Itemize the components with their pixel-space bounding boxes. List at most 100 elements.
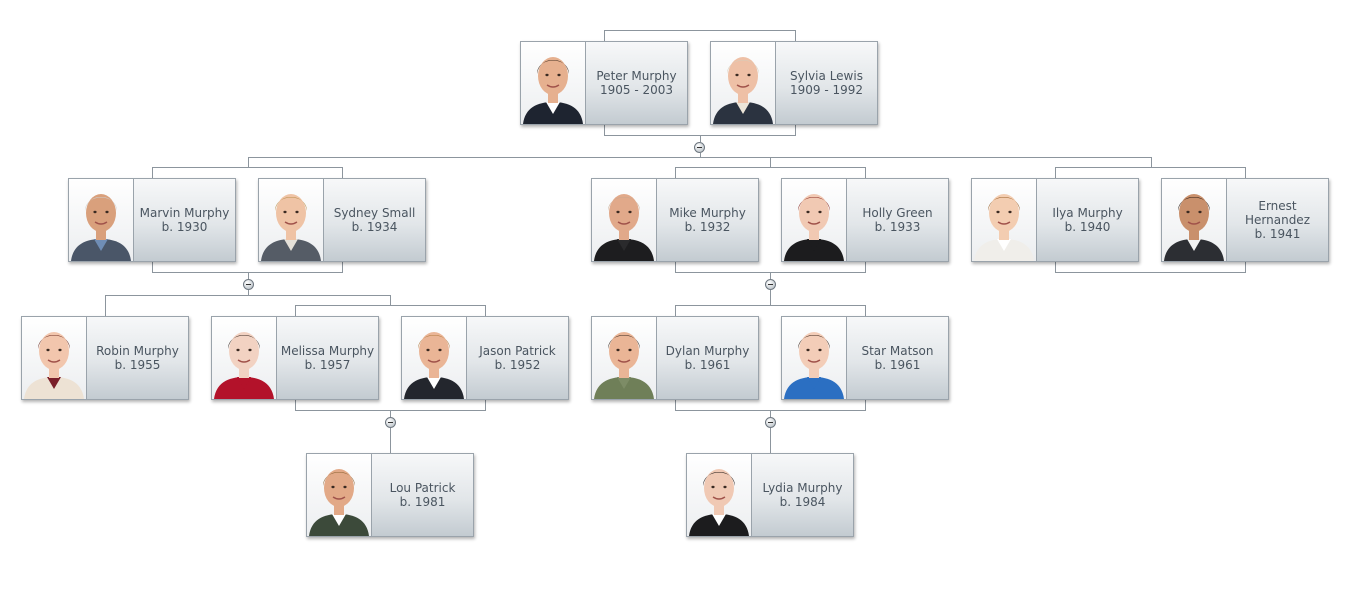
marriage-top-bracket: [295, 305, 486, 316]
portrait-photo: [69, 179, 134, 261]
portrait-icon: [974, 194, 1034, 261]
marriage-bottom-bracket: [675, 400, 866, 411]
person-info: Sydney Small b. 1934: [324, 179, 425, 261]
portrait-icon: [404, 332, 464, 399]
collapse-toggle-dylan-star[interactable]: [765, 417, 776, 428]
person-info: Jason Patrick b. 1952: [467, 317, 568, 399]
portrait-photo: [1162, 179, 1227, 261]
person-dates: b. 1940: [1064, 220, 1111, 234]
portrait-icon: [784, 332, 844, 399]
person-info: Marvin Murphy b. 1930: [134, 179, 235, 261]
person-dates: b. 1932: [684, 220, 731, 234]
person-card-sylvia-lewis[interactable]: Sylvia Lewis 1909 - 1992: [710, 41, 878, 125]
person-info: Lydia Murphy b. 1984: [752, 454, 853, 536]
person-name: Sylvia Lewis: [790, 69, 863, 83]
marriage-bottom-bracket: [675, 262, 866, 273]
person-dates: b. 1984: [779, 495, 826, 509]
portrait-photo: [307, 454, 372, 536]
person-dates: b. 1933: [874, 220, 921, 234]
portrait-photo: [212, 317, 277, 399]
portrait-photo: [782, 317, 847, 399]
person-name: Ilya Murphy: [1052, 206, 1123, 220]
portrait-icon: [71, 194, 131, 261]
person-info: Melissa Murphy b. 1957: [277, 317, 378, 399]
collapse-toggle-peter-sylvia[interactable]: [694, 142, 705, 153]
person-dates: b. 1930: [161, 220, 208, 234]
portrait-photo: [521, 42, 586, 124]
person-name: Peter Murphy: [596, 69, 677, 83]
person-card-peter-murphy[interactable]: Peter Murphy 1905 - 2003: [520, 41, 688, 125]
person-dates: 1905 - 2003: [599, 83, 674, 97]
portrait-icon: [594, 332, 654, 399]
portrait-icon: [784, 194, 844, 261]
person-dates: b. 1955: [114, 358, 161, 372]
person-dates: b. 1952: [494, 358, 541, 372]
person-name: Melissa Murphy: [280, 344, 375, 358]
person-card-marvin-murphy[interactable]: Marvin Murphy b. 1930: [68, 178, 236, 262]
person-card-melissa-murphy[interactable]: Melissa Murphy b. 1957: [211, 316, 379, 400]
portrait-photo: [402, 317, 467, 399]
person-dates: b. 1961: [684, 358, 731, 372]
person-name: Mike Murphy: [669, 206, 746, 220]
marriage-top-bracket: [152, 167, 343, 178]
marriage-bottom-bracket: [295, 400, 486, 411]
marriage-bottom-bracket: [604, 125, 796, 136]
person-info: Dylan Murphy b. 1961: [657, 317, 758, 399]
marriage-top-bracket: [604, 30, 796, 41]
portrait-icon: [594, 194, 654, 261]
person-name: Lydia Murphy: [762, 481, 843, 495]
person-name: Lou Patrick: [389, 481, 456, 495]
person-name: Ernest Hernandez: [1245, 199, 1310, 227]
portrait-photo: [687, 454, 752, 536]
person-name: Robin Murphy: [96, 344, 179, 358]
person-info: Sylvia Lewis 1909 - 1992: [776, 42, 877, 124]
person-name: Star Matson: [861, 344, 934, 358]
person-info: Ernest Hernandez b. 1941: [1227, 179, 1328, 261]
collapse-toggle-mike-holly[interactable]: [765, 279, 776, 290]
portrait-photo: [22, 317, 87, 399]
person-card-ernest-hernandez[interactable]: Ernest Hernandez b. 1941: [1161, 178, 1329, 262]
person-info: Peter Murphy 1905 - 2003: [586, 42, 687, 124]
person-card-robin-murphy[interactable]: Robin Murphy b. 1955: [21, 316, 189, 400]
person-info: Ilya Murphy b. 1940: [1037, 179, 1138, 261]
person-name: Dylan Murphy: [665, 344, 750, 358]
portrait-icon: [24, 332, 84, 399]
person-dates: b. 1934: [351, 220, 398, 234]
marriage-top-bracket: [675, 167, 866, 178]
portrait-icon: [1164, 194, 1224, 261]
person-dates: b. 1957: [304, 358, 351, 372]
portrait-icon: [523, 57, 583, 124]
portrait-icon: [713, 57, 773, 124]
person-name: Sydney Small: [333, 206, 416, 220]
marriage-bottom-bracket: [152, 262, 343, 273]
portrait-icon: [214, 332, 274, 399]
person-card-lou-patrick[interactable]: Lou Patrick b. 1981: [306, 453, 474, 537]
portrait-icon: [689, 469, 749, 536]
portrait-icon: [261, 194, 321, 261]
marriage-top-bracket: [1055, 167, 1246, 178]
portrait-photo: [972, 179, 1037, 261]
person-dates: b. 1961: [874, 358, 921, 372]
person-card-star-matson[interactable]: Star Matson b. 1961: [781, 316, 949, 400]
person-card-sydney-small[interactable]: Sydney Small b. 1934: [258, 178, 426, 262]
marriage-top-bracket: [675, 305, 866, 316]
person-card-ilya-murphy[interactable]: Ilya Murphy b. 1940: [971, 178, 1139, 262]
person-card-lydia-murphy[interactable]: Lydia Murphy b. 1984: [686, 453, 854, 537]
person-card-holly-green[interactable]: Holly Green b. 1933: [781, 178, 949, 262]
collapse-toggle-marvin-sydney[interactable]: [243, 279, 254, 290]
person-dates: 1909 - 1992: [789, 83, 864, 97]
portrait-photo: [592, 179, 657, 261]
portrait-photo: [711, 42, 776, 124]
person-info: Robin Murphy b. 1955: [87, 317, 188, 399]
portrait-icon: [309, 469, 369, 536]
person-info: Mike Murphy b. 1932: [657, 179, 758, 261]
person-card-jason-patrick[interactable]: Jason Patrick b. 1952: [401, 316, 569, 400]
person-dates: b. 1941: [1254, 227, 1301, 241]
person-card-dylan-murphy[interactable]: Dylan Murphy b. 1961: [591, 316, 759, 400]
person-card-mike-murphy[interactable]: Mike Murphy b. 1932: [591, 178, 759, 262]
person-dates: b. 1981: [399, 495, 446, 509]
collapse-toggle-melissa-jason[interactable]: [385, 417, 396, 428]
person-name: Jason Patrick: [479, 344, 556, 358]
